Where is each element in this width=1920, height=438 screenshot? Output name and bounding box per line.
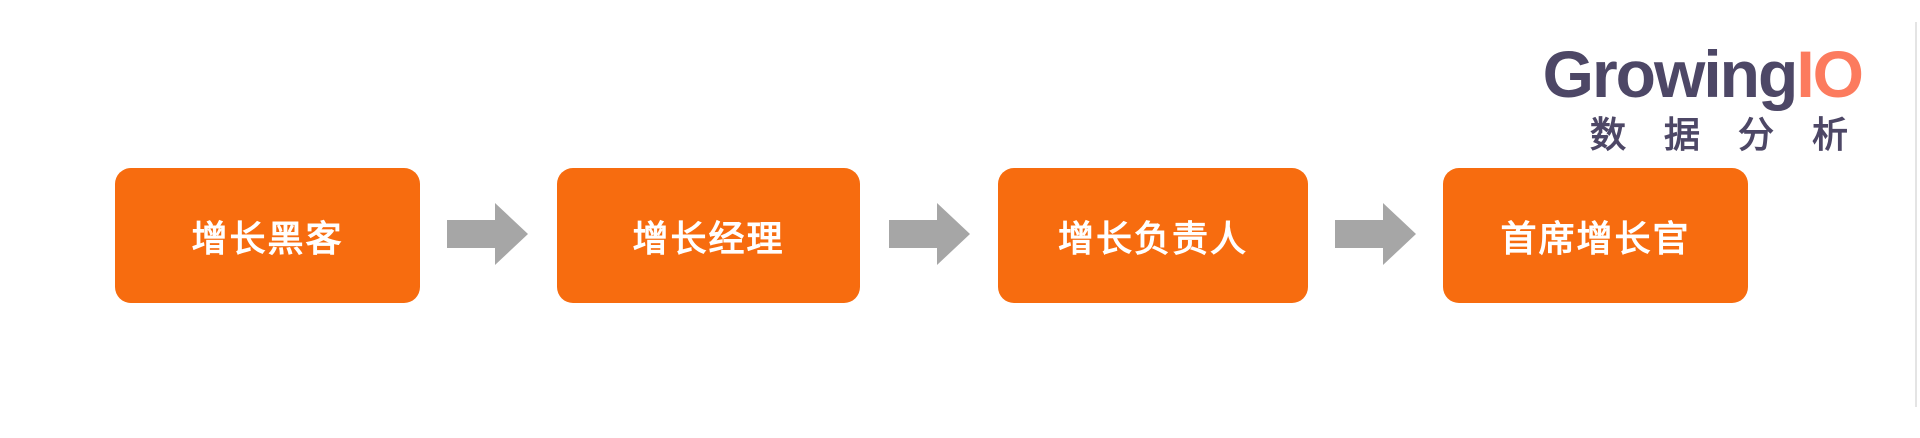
arrow-right-icon [447,203,528,265]
flow-step-growth-lead: 增长负责人 [998,168,1308,303]
flow-step-growth-manager: 增长经理 [557,168,860,303]
logo-text-growing: Growing [1542,37,1799,111]
arrow-right-icon [889,203,970,265]
growingio-logo: GrowingIO 数 据 分 析 [1542,37,1864,155]
logo-text-io: IO [1796,37,1864,111]
logo-wordmark: GrowingIO [1542,37,1864,111]
logo-tagline: 数 据 分 析 [1589,113,1862,155]
flow-step-growth-hacker: 增长黑客 [115,168,420,303]
flow-step-label: 增长负责人 [1057,217,1248,259]
page-edge-line [1915,22,1917,407]
arrow-right-icon [1335,203,1416,265]
flow-step-label: 增长经理 [632,217,785,259]
flow-step-chief-growth-officer: 首席增长官 [1443,168,1748,303]
flow-step-label: 增长黑客 [191,217,344,259]
flow-step-label: 首席增长官 [1500,217,1691,259]
